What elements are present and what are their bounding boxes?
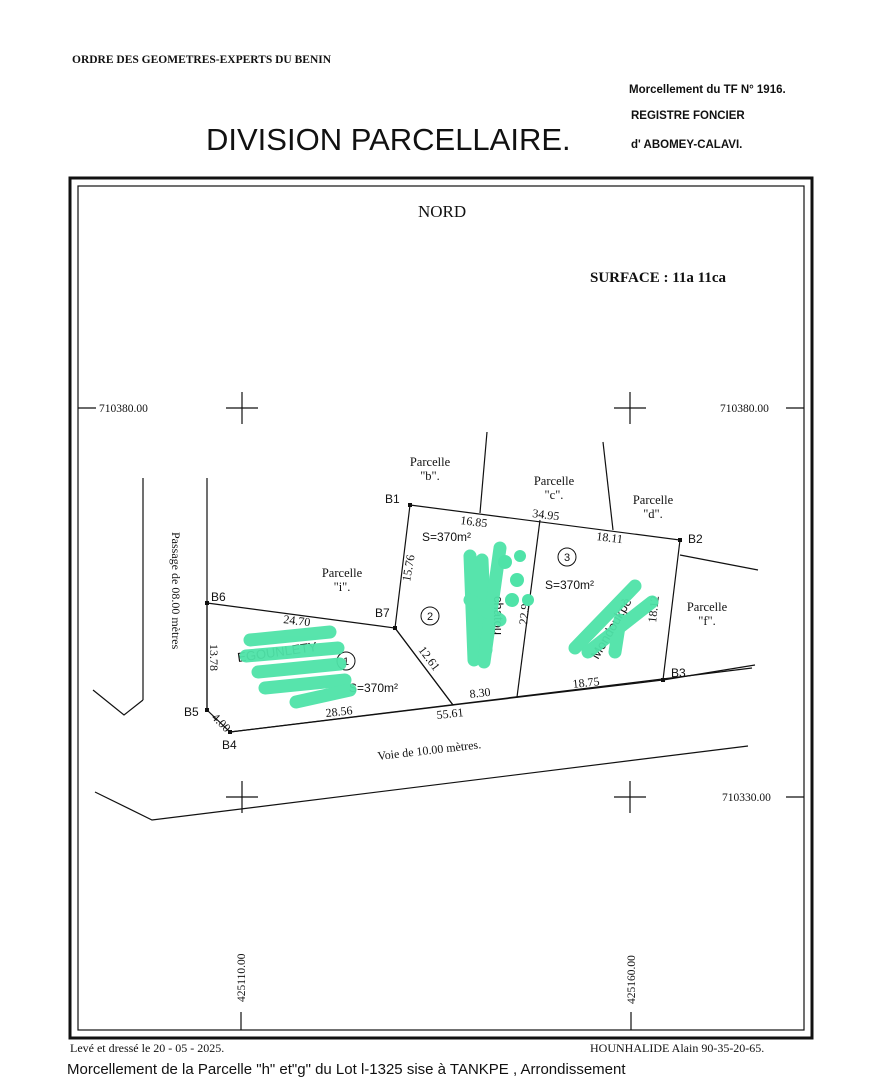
- coord-x-right: 425160.00: [626, 955, 638, 1004]
- point-b3: B3: [671, 666, 686, 680]
- registre-foncier: REGISTRE FONCIER: [631, 110, 745, 122]
- outer-frame: [68, 176, 814, 1040]
- dim-b6-b5: 13.78: [207, 644, 221, 671]
- passage-road: [92, 478, 208, 716]
- passage-label: Passage de 08.00 mètres: [169, 532, 183, 650]
- neighbor-c-name: "c".: [545, 488, 564, 502]
- surface-label: SURFACE : 11a 11ca: [590, 270, 726, 286]
- neighbor-i-label: Parcelle: [322, 566, 363, 580]
- lot-number-circles: [336, 547, 577, 671]
- registre-location: d' ABOMEY-CALAVI.: [631, 139, 742, 151]
- coord-y-top-right: 710380.00: [720, 403, 769, 415]
- redaction-dots: [498, 550, 534, 607]
- coord-y-bottom-right: 710330.00: [722, 792, 771, 804]
- redaction-marks: [239, 541, 659, 709]
- point-b2: B2: [688, 532, 703, 546]
- dim-top-right: 18.11: [596, 529, 624, 546]
- neighbor-i-name: "i".: [334, 580, 351, 594]
- voie-label: Voie de 10.00 mètres.: [377, 737, 482, 763]
- lot3-number: 3: [564, 552, 570, 564]
- point-b4: B4: [222, 738, 237, 752]
- neighbor-d-label: Parcelle: [633, 493, 674, 507]
- coord-y-top-left: 710380.00: [99, 403, 148, 415]
- coord-x-left: 425110.00: [236, 953, 248, 1002]
- tf-reference: Morcellement du TF N° 1916.: [629, 84, 786, 96]
- neighbor-b-name: "b".: [420, 469, 440, 483]
- dim-lot2-bottom: 8.30: [469, 685, 491, 701]
- parcel-boundaries: [206, 431, 759, 733]
- dim-b7-bottom: 12.61: [416, 643, 443, 673]
- point-b7: B7: [375, 606, 390, 620]
- neighbor-d-name: "d".: [643, 507, 663, 521]
- point-b5: B5: [184, 705, 199, 719]
- dim-bottom-total: 55.61: [436, 705, 464, 722]
- caption: Morcellement de la Parcelle "h" et"g" du…: [67, 1061, 626, 1078]
- dim-b6-b7: 24.70: [283, 612, 312, 629]
- point-b6: B6: [211, 590, 226, 604]
- neighbor-f-name: "f".: [698, 614, 716, 628]
- dim-lot1-bottom: 28.56: [325, 703, 353, 720]
- lot1-surface: S=370m²: [349, 681, 398, 695]
- survey-date: Levé et dressé le 20 - 05 - 2025.: [70, 1041, 224, 1055]
- dim-lot-divider: 22.9: [516, 603, 532, 625]
- order-heading: ORDRE DES GEOMETRES-EXPERTS DU BENIN: [72, 54, 332, 66]
- dim-top-total: 34.95: [532, 506, 561, 523]
- point-b1: B1: [385, 492, 400, 506]
- lot2-number: 2: [427, 611, 433, 623]
- page-title: DIVISION PARCELLAIRE.: [206, 122, 571, 157]
- lot2-surface: S=370m²: [422, 530, 471, 544]
- neighbor-c-label: Parcelle: [534, 474, 575, 488]
- neighbor-b-label: Parcelle: [410, 455, 451, 469]
- boundary-markers: [205, 503, 682, 734]
- neighbor-f-label: Parcelle: [687, 600, 728, 614]
- grid-ticks: [78, 392, 804, 1030]
- north-label: NORD: [418, 202, 466, 221]
- dim-lot3-bottom: 18.75: [572, 674, 600, 691]
- dim-b1-b7: 15.76: [399, 554, 417, 583]
- surveyor: HOUNHALIDE Alain 90-35-20-65.: [590, 1041, 764, 1055]
- inner-frame: [77, 185, 805, 1031]
- dim-b1-top: 16.85: [460, 513, 489, 530]
- lot3-surface: S=370m²: [545, 578, 594, 592]
